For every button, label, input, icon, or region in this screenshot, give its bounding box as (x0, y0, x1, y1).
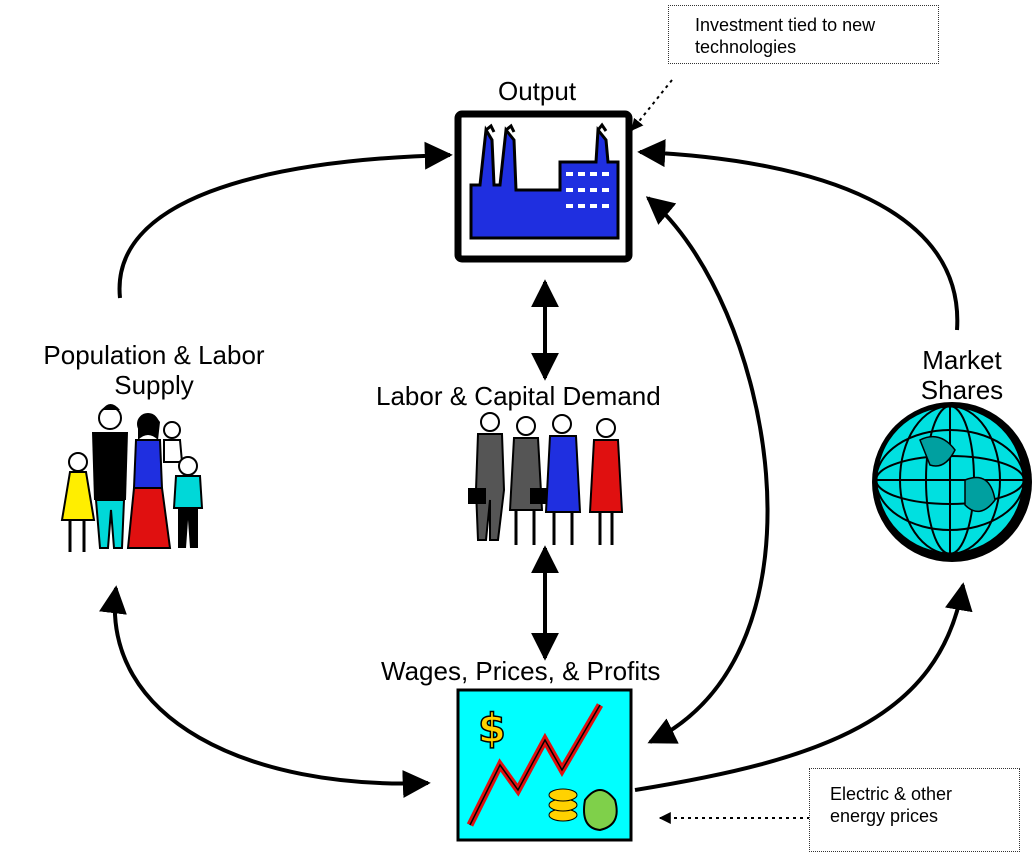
wages-prices-label: Wages, Prices, & Profits (381, 656, 661, 686)
arrow-output-wages-double (645, 196, 770, 744)
market-shares-label-line2: Shares (920, 375, 1004, 405)
globe-icon (872, 402, 1032, 562)
market-shares-label-line1: Market (922, 345, 1002, 375)
population-label: Population & Labor Supply (6, 340, 302, 400)
arrow-wages-to-market (634, 582, 973, 792)
population-label-line2: Supply (114, 370, 194, 400)
business-people-icon (468, 412, 624, 545)
market-shares-label: Market Shares (903, 345, 1021, 405)
money-chart-icon: $ (456, 688, 633, 842)
output-label: Output (498, 76, 577, 106)
arrow-population-to-output (117, 141, 453, 299)
arrow-population-wages-double (99, 585, 431, 798)
energy-prices-note: Electric & other energy prices (809, 768, 1020, 852)
arrow-market-to-output (637, 139, 960, 331)
population-label-line1: Population & Labor (43, 340, 265, 370)
svg-text:$: $ (478, 706, 506, 752)
factory-icon (454, 110, 633, 263)
investment-note: Investment tied to new technologies (668, 5, 939, 64)
arrow-investment-to-output (631, 79, 673, 131)
labor-capital-label: Labor & Capital Demand (376, 381, 661, 411)
family-figures-icon (60, 404, 204, 552)
